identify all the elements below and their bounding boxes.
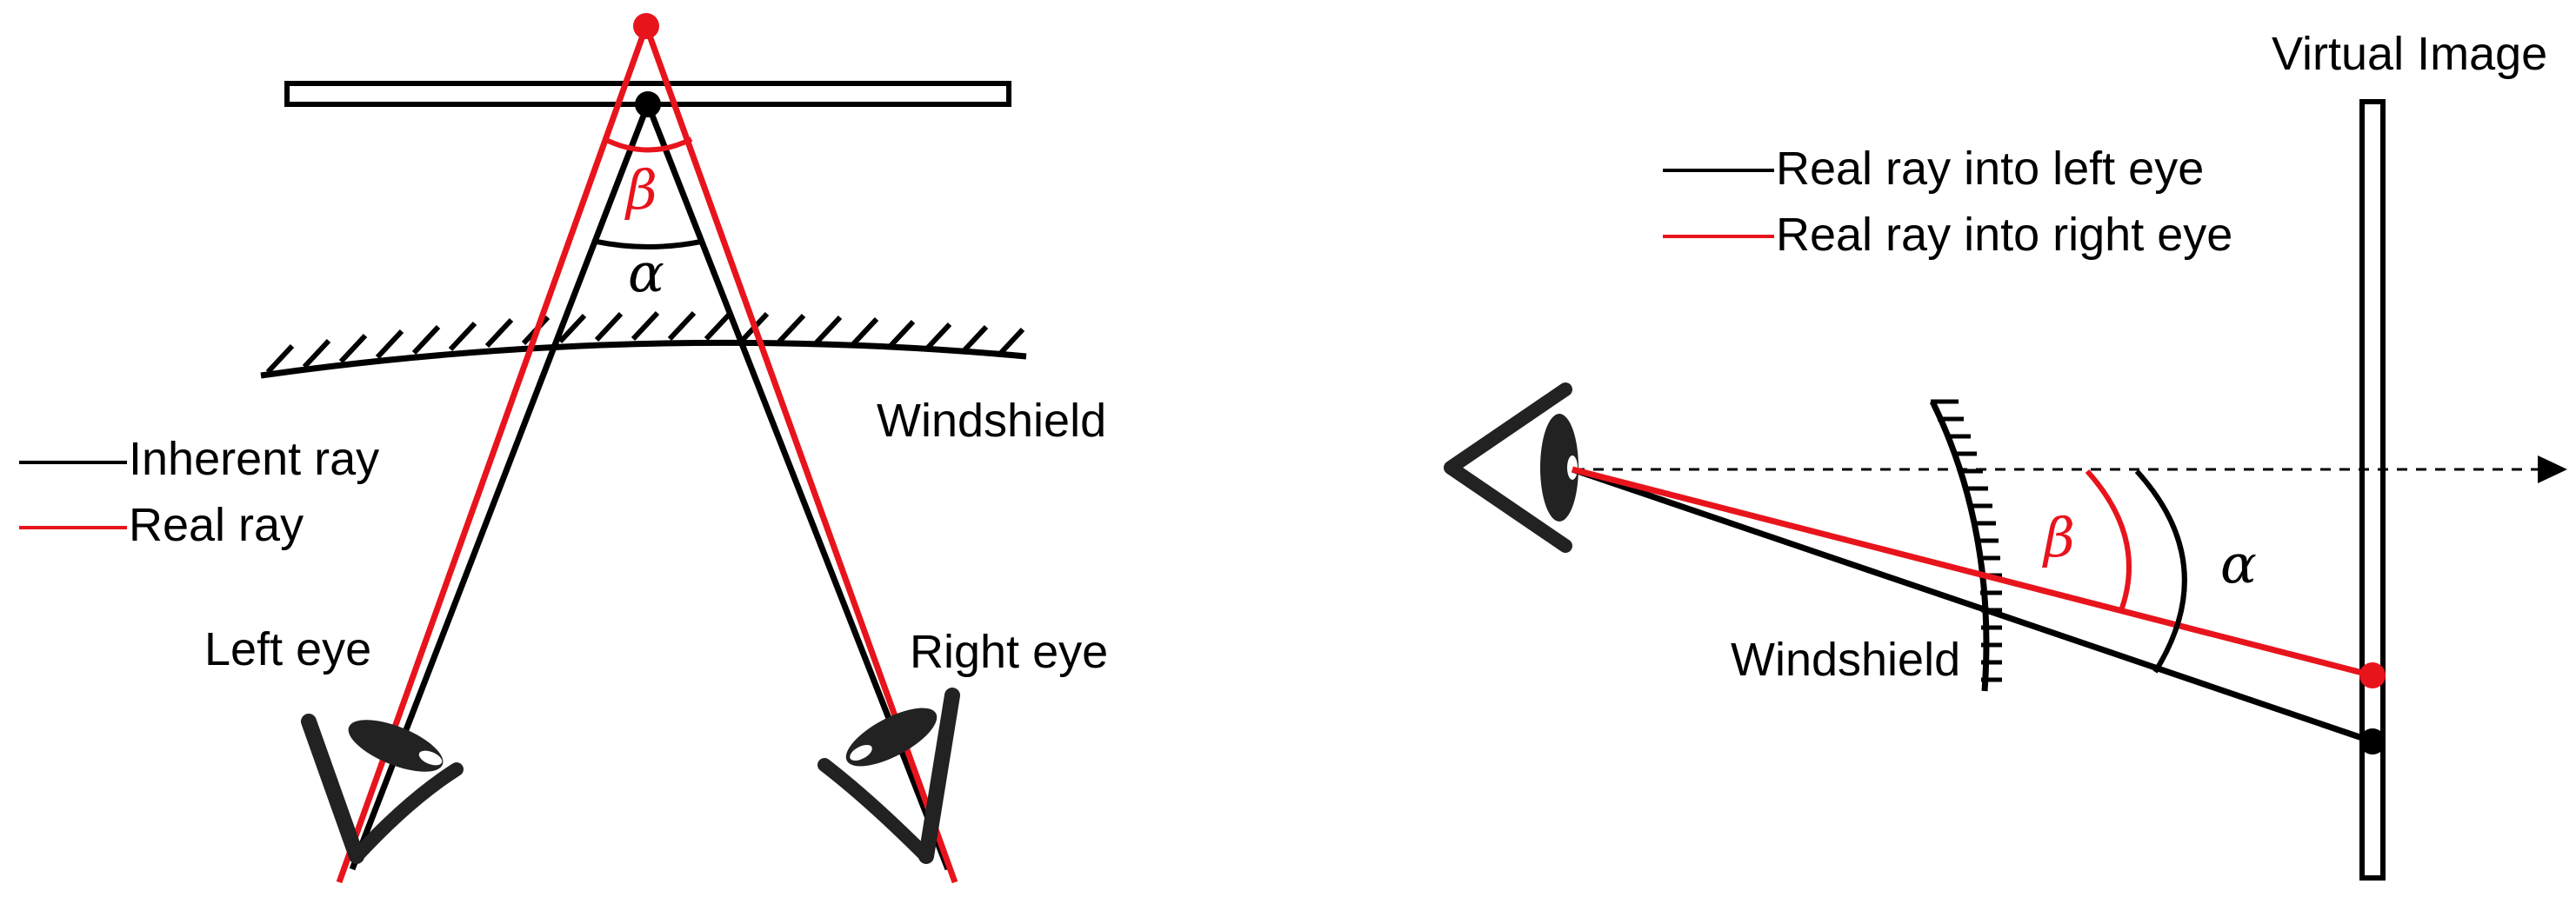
right-eye-label: Right eye <box>910 626 1108 678</box>
alpha-arc-left <box>596 239 702 249</box>
beta-label-right: β <box>2042 506 2075 569</box>
legend-real-label: Real ray <box>129 499 304 551</box>
real-image-point <box>633 13 659 39</box>
inherent-ray-right <box>644 103 951 871</box>
alpha-label-left: α <box>628 241 664 304</box>
legend-inherent-label: Inherent ray <box>129 433 379 485</box>
legend-left: Inherent ray Real ray <box>19 433 379 551</box>
windshield-hatching <box>265 310 1025 375</box>
left-eye-icon <box>301 714 464 864</box>
left-eye-label: Left eye <box>204 623 371 675</box>
beta-label-left: β <box>624 158 657 222</box>
virtual-image-label: Virtual Image <box>2272 28 2547 80</box>
axis-arrowhead <box>2538 455 2567 483</box>
ray-into-right-eye <box>1572 466 2373 679</box>
inherent-image-point <box>635 91 661 117</box>
windshield-right-ticks <box>1931 399 2002 682</box>
alpha-label-right: α <box>2220 532 2257 595</box>
legend-right: Real ray into left eye Real ray into rig… <box>1663 143 2232 261</box>
windshield-label-right: Windshield <box>1731 634 1960 686</box>
right-eye-image-point <box>2359 662 2386 688</box>
virtual-image-plate <box>2359 99 2386 881</box>
left-eye-image-point <box>2359 728 2386 754</box>
right-diagram: Virtual Image Real ray into left eye Rea… <box>1444 28 2567 881</box>
windshield-left <box>260 310 1027 379</box>
real-ray-right <box>643 24 958 884</box>
left-diagram: β α Windshield Left eye Right eye Inhere… <box>19 13 1108 884</box>
right-eye-icon <box>818 688 960 864</box>
windshield-label-left: Windshield <box>877 395 1106 447</box>
beta-arc-right <box>2085 469 2132 615</box>
alpha-arc-right <box>2134 469 2187 674</box>
ray-into-left-eye <box>1571 466 2374 745</box>
legend-left-eye-ray-label: Real ray into left eye <box>1776 143 2204 195</box>
windshield-right <box>1929 399 2002 692</box>
optical-axis <box>1574 455 2567 483</box>
beta-arc-left <box>603 136 693 153</box>
legend-right-eye-ray-label: Real ray into right eye <box>1776 209 2232 261</box>
side-eye-icon <box>1444 382 1578 553</box>
